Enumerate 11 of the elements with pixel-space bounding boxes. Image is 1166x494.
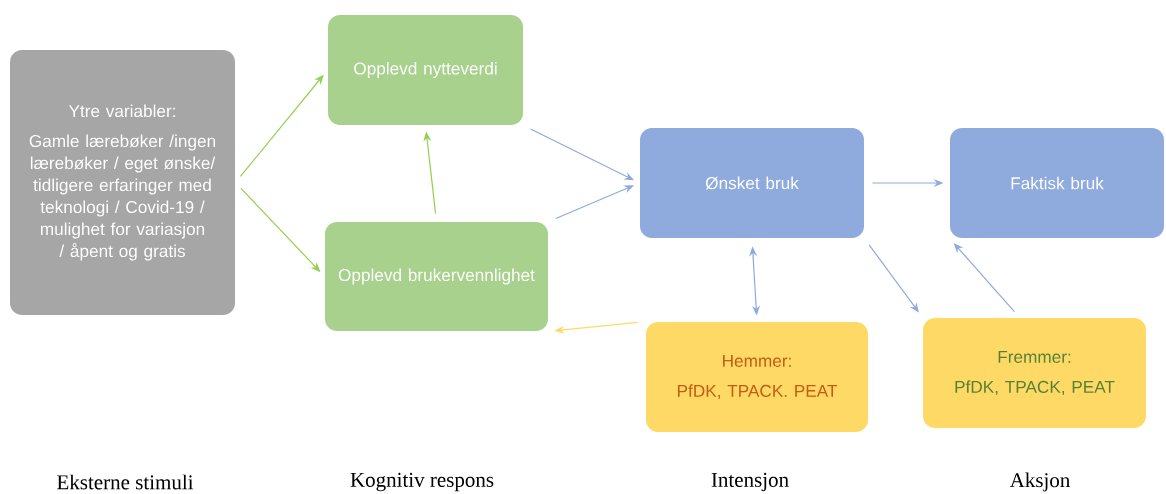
stage-label: Intensjon [711, 472, 789, 492]
factor-box: Fremmer: PfDK, TPACK, PEAT [923, 318, 1146, 428]
stage-label: Eksterne stimuli [57, 474, 194, 490]
factor-box: Hemmer: PfDK, TPACK. PEAT [646, 322, 868, 432]
stage-label: Aksjon [1009, 472, 1070, 492]
info-box: Ytre variabler: Gamle lærebøker /ingen lærebøker / eget ønske/ tidligere erfaringer med teknologi / Covid-19 / mulighet for variasjon / åpent og gratis [10, 50, 235, 315]
process-box: Opplevd nytteverdi [328, 15, 523, 125]
process-box: Opplevd brukervennlighet [325, 222, 548, 331]
process-box: Faktisk bruk [950, 128, 1164, 238]
stage-label: Kognitiv respons [350, 472, 494, 492]
process-box: Ønsket bruk [640, 128, 864, 238]
